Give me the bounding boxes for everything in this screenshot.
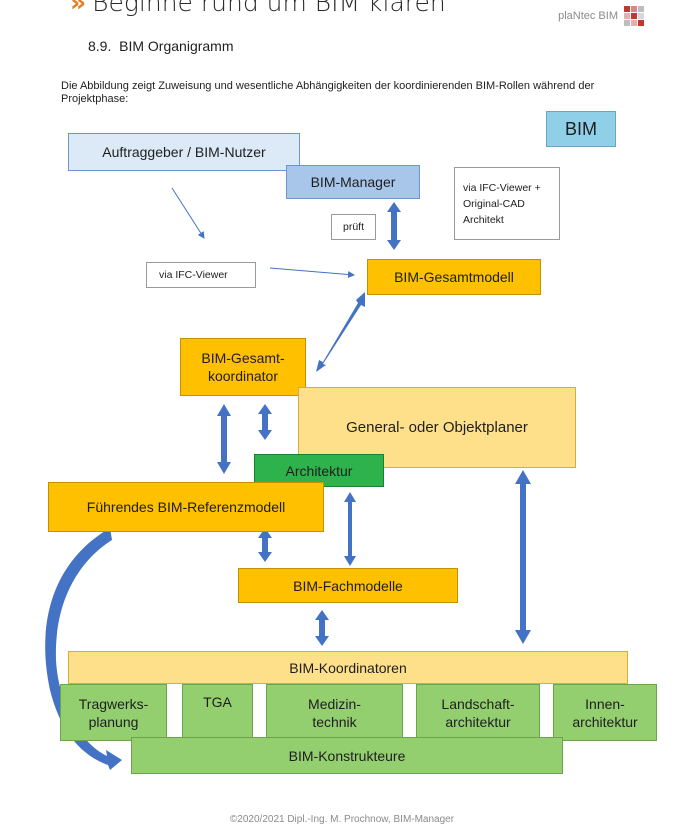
page-title: » Beginne rund um BIM klären (70, 0, 446, 17)
discipline-tga: TGA (182, 684, 253, 741)
bim-manager-box: BIM-Manager (286, 165, 420, 199)
logo-square (638, 6, 644, 12)
double-arrow (258, 528, 272, 562)
double-arrow (316, 292, 365, 372)
discipline-medizintechnik: Medizin-technik (266, 684, 403, 741)
logo-square (624, 13, 630, 19)
thin-arrow (171, 187, 205, 239)
note-viewer-cad: via IFC-Viewer + Original-CAD Architekt (454, 167, 560, 240)
double-arrow (315, 610, 329, 646)
bim-fachmodelle-box: BIM-Fachmodelle (238, 568, 458, 603)
note-prueft: prüft (331, 214, 376, 240)
logo-square (638, 13, 644, 19)
discipline-tragwerksplanung: Tragwerks-planung (60, 684, 167, 741)
section-title: BIM Organigramm (119, 38, 234, 54)
double-arrow (515, 470, 531, 644)
bim-gesamtmodell-box: BIM-Gesamtmodell (367, 259, 541, 295)
double-arrow (344, 492, 356, 566)
chevron-right-icon: » (70, 0, 87, 17)
logo-square (624, 6, 630, 12)
section-heading: 8.9. BIM Organigramm (88, 38, 234, 54)
bim-konstrukteure-box: BIM-Konstrukteure (131, 737, 563, 774)
logo-square (638, 20, 644, 26)
discipline-innenarchitektur: Innen-architektur (553, 684, 657, 741)
double-arrow (217, 404, 231, 474)
section-number: 8.9. (88, 38, 112, 54)
note-ifc-viewer: via IFC-Viewer (146, 262, 256, 288)
double-arrow (258, 404, 272, 440)
footer-copyright: ©2020/2021 Dipl.-Ing. M. Prochnow, BIM-M… (229, 814, 455, 825)
brand-name: plaNtec BIM (558, 10, 618, 22)
thin-arrow (269, 267, 355, 278)
bim-koordinatoren-box: BIM-Koordinatoren (68, 651, 628, 684)
auftraggeber-box: Auftraggeber / BIM-Nutzer (68, 133, 300, 171)
bim-badge: BIM (546, 111, 616, 147)
brand-logo-icon (624, 6, 644, 26)
referenzmodell-box: Führendes BIM-Referenzmodell (48, 482, 324, 532)
logo-square (631, 6, 637, 12)
brand: plaNtec BIM (558, 6, 644, 26)
logo-square (624, 20, 630, 26)
page-title-text: Beginne rund um BIM klären (92, 0, 446, 17)
logo-square (631, 20, 637, 26)
intro-text: Die Abbildung zeigt Zuweisung und wesent… (61, 80, 595, 105)
bim-gesamtkoordinator-box: BIM-Gesamt-koordinator (180, 338, 306, 396)
logo-square (631, 13, 637, 19)
architektur-box: Architektur (254, 454, 384, 487)
discipline-landschaftarchitektur: Landschaft-architektur (416, 684, 540, 741)
double-arrow (387, 202, 401, 250)
